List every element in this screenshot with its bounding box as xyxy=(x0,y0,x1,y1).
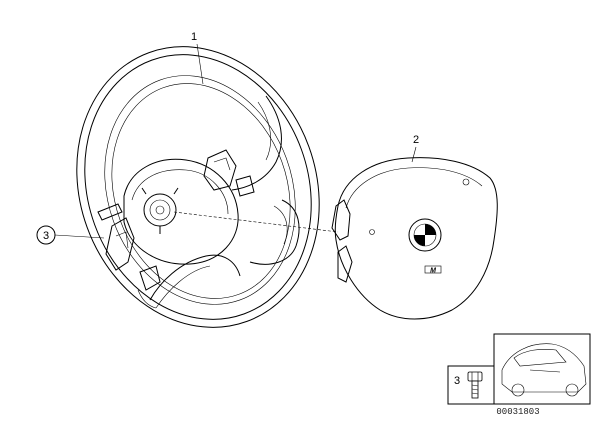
svg-text:M: M xyxy=(430,268,436,275)
bmw-roundel-emblem xyxy=(408,218,442,252)
reference-inset: 3 00031803 xyxy=(447,333,591,417)
callout-screw: 3 xyxy=(36,225,105,245)
inset-callout-label-3: 3 xyxy=(454,375,460,387)
inset-car-frame xyxy=(493,333,591,405)
airbag-module: M xyxy=(331,157,498,320)
steering-wheel xyxy=(76,46,320,328)
callout-airbag-module: 2 xyxy=(411,134,419,163)
diagram-reference-number: 00031803 xyxy=(496,407,539,417)
inset-screw-frame xyxy=(447,365,495,405)
m-badge-emblem: M xyxy=(424,265,442,275)
callout-label-3: 3 xyxy=(43,230,49,242)
callout-steering-wheel: 1 xyxy=(191,31,204,85)
screw-icon xyxy=(467,371,483,399)
callout-label-2: 2 xyxy=(413,134,419,146)
car-silhouette-icon xyxy=(501,343,587,397)
callout-label-1: 1 xyxy=(191,31,197,43)
alignment-dashed-line xyxy=(173,211,339,233)
